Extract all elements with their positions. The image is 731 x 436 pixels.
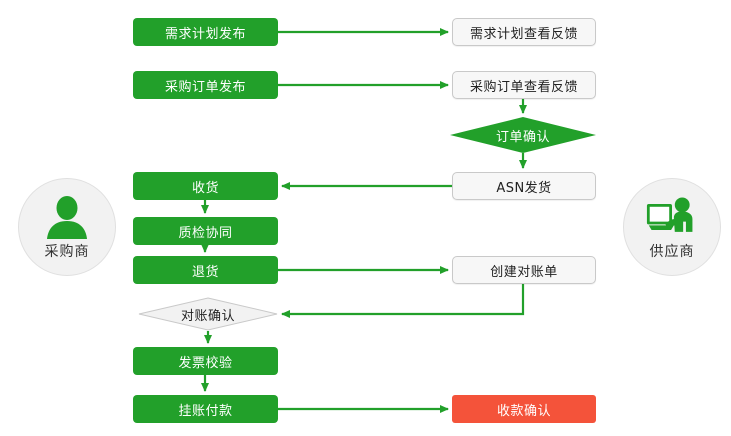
node-order-confirm[interactable]: 订单确认 bbox=[450, 117, 596, 153]
diamond-shape-green bbox=[450, 117, 596, 153]
node-statement-confirm[interactable]: 对账确认 bbox=[138, 297, 278, 331]
diamond-shape-gray bbox=[138, 297, 278, 331]
node-purchase-order-feedback[interactable]: 采购订单查看反馈 bbox=[452, 71, 596, 99]
actor-supplier-label: 供应商 bbox=[649, 244, 695, 260]
node-receipt-confirm[interactable]: 收款确认 bbox=[452, 395, 596, 423]
node-label: 对账确认 bbox=[180, 308, 235, 324]
actor-buyer[interactable]: 采购商 bbox=[18, 178, 116, 276]
node-receive-goods[interactable]: 收货 bbox=[133, 172, 278, 200]
node-label: 挂账付款 bbox=[178, 403, 233, 419]
node-label: 收款确认 bbox=[496, 403, 551, 419]
actor-supplier[interactable]: 供应商 bbox=[623, 178, 721, 276]
node-suspense-payment[interactable]: 挂账付款 bbox=[133, 395, 278, 423]
node-label: 需求计划发布 bbox=[164, 26, 246, 42]
person-icon bbox=[41, 193, 93, 239]
node-label: 质检协同 bbox=[178, 225, 233, 241]
node-quality-collaboration[interactable]: 质检协同 bbox=[133, 217, 278, 245]
node-label: 采购订单查看反馈 bbox=[469, 79, 578, 95]
person-at-computer-icon bbox=[646, 193, 698, 239]
node-label: 退货 bbox=[191, 264, 219, 280]
node-asn-shipment[interactable]: ASN发货 bbox=[452, 172, 596, 200]
node-demand-plan-publish[interactable]: 需求计划发布 bbox=[133, 18, 278, 46]
node-demand-plan-feedback[interactable]: 需求计划查看反馈 bbox=[452, 18, 596, 46]
actor-buyer-label: 采购商 bbox=[44, 244, 90, 260]
node-label: 收货 bbox=[191, 180, 219, 196]
node-label: 创建对账单 bbox=[490, 264, 558, 280]
edge-statement-to-confirm bbox=[281, 284, 525, 318]
node-invoice-verification[interactable]: 发票校验 bbox=[133, 347, 278, 375]
node-purchase-order-publish[interactable]: 采购订单发布 bbox=[133, 71, 278, 99]
node-create-statement[interactable]: 创建对账单 bbox=[452, 256, 596, 284]
node-label: 采购订单发布 bbox=[164, 79, 246, 95]
node-label: 发票校验 bbox=[178, 355, 233, 371]
node-return-goods[interactable]: 退货 bbox=[133, 256, 278, 284]
node-label: 订单确认 bbox=[495, 129, 550, 145]
node-label: 需求计划查看反馈 bbox=[469, 26, 578, 42]
node-label: ASN发货 bbox=[496, 180, 552, 196]
